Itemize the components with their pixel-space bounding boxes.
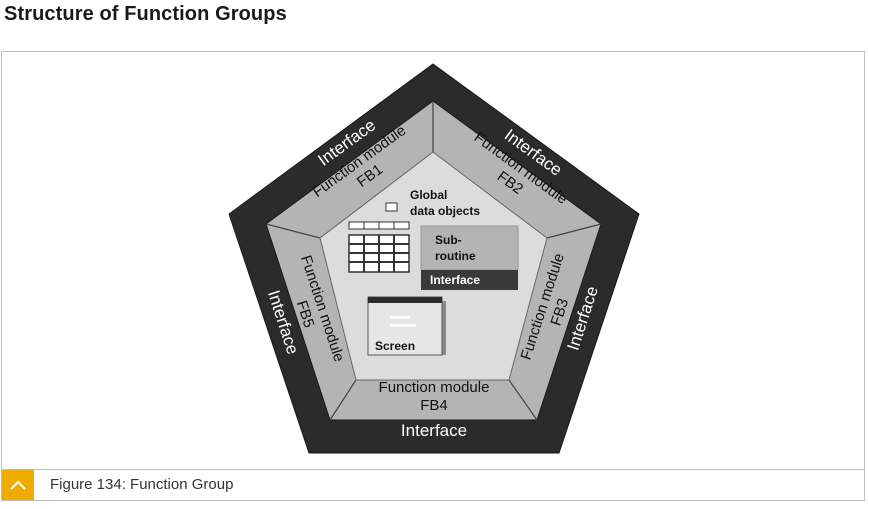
global-data-icon bbox=[385, 202, 398, 212]
chevron-up-icon[interactable] bbox=[2, 470, 34, 500]
figure-caption: Figure 134: Function Group bbox=[50, 476, 234, 493]
page-title: Structure of Function Groups bbox=[4, 3, 287, 25]
subroutine-interface-bar bbox=[421, 270, 518, 290]
subroutine-box bbox=[420, 225, 519, 271]
subroutine-interface-label: Interface bbox=[430, 273, 480, 287]
global-data-label-line1: Global bbox=[410, 188, 447, 202]
module-name-fb4: FB4 bbox=[420, 397, 448, 414]
subroutine-label-line2: routine bbox=[435, 249, 476, 263]
subroutine-label-line1: Sub- bbox=[435, 233, 462, 247]
screen-label: Screen bbox=[375, 339, 415, 353]
global-data-label-line2: data objects bbox=[410, 204, 480, 218]
figure-caption-bar: Figure 134: Function Group bbox=[1, 469, 865, 501]
function-module-label-4: Function module bbox=[379, 379, 490, 396]
interface-label-4: Interface bbox=[401, 421, 467, 440]
screen-window bbox=[367, 296, 446, 356]
table-icon bbox=[348, 221, 410, 273]
segment-dividers bbox=[265, 101, 602, 421]
